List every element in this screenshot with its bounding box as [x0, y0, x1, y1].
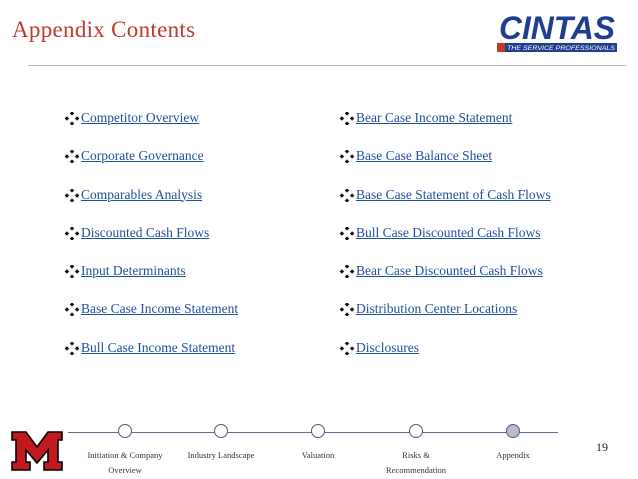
- contents-link[interactable]: Bull Case Discounted Cash Flows: [356, 224, 541, 240]
- four-diamond-bullet-icon: [339, 188, 355, 202]
- timeline-step-label-line2: Overview: [108, 465, 142, 475]
- contents-list-item: Bear Case Income Statement: [338, 110, 551, 148]
- timeline-step-marker[interactable]: [214, 424, 228, 438]
- contents-list-item: Base Case Statement of Cash Flows: [338, 187, 551, 225]
- contents-link[interactable]: Discounted Cash Flows: [81, 224, 210, 240]
- four-diamond-bullet-icon: [339, 303, 355, 317]
- contents-link[interactable]: Bear Case Income Statement: [356, 110, 513, 125]
- contents-list-item: Competitor Overview: [63, 110, 238, 148]
- four-diamond-bullet-icon: [64, 265, 80, 279]
- timeline-step-label-line2: Recommendation: [386, 465, 446, 475]
- contents-link[interactable]: Bull Case Income Statement: [81, 339, 236, 355]
- timeline-step-label: Appendix: [458, 448, 568, 463]
- contents-link[interactable]: Distribution Center Locations: [356, 301, 518, 317]
- contents-link[interactable]: Bear Case Discounted Cash Flows: [356, 263, 543, 279]
- contents-list-item: Bull Case Income Statement: [63, 340, 238, 378]
- contents-link[interactable]: Corporate Governance: [81, 148, 204, 164]
- four-diamond-bullet-icon: [64, 303, 80, 317]
- contents-list-item: Disclosures: [338, 340, 551, 378]
- four-diamond-bullet-icon: [64, 188, 80, 202]
- contents-list-item: Discounted Cash Flows: [63, 225, 238, 263]
- contents-link[interactable]: Base Case Balance Sheet: [356, 148, 493, 164]
- contents-link[interactable]: Competitor Overview: [81, 110, 200, 125]
- four-diamond-bullet-icon: [339, 341, 355, 355]
- four-diamond-bullet-icon: [64, 112, 80, 125]
- four-diamond-bullet-icon: [64, 150, 80, 164]
- cintas-logo-tagline: THE SERVICE PROFESSIONALS: [507, 45, 616, 52]
- timeline-step-marker[interactable]: [311, 424, 325, 438]
- cintas-logo-wordmark: CINTAS: [499, 10, 616, 46]
- contents-link[interactable]: Base Case Statement of Cash Flows: [356, 186, 551, 202]
- cintas-logo: CINTAS THE SERVICE PROFESSIONALS: [497, 10, 617, 52]
- timeline-step-marker[interactable]: [409, 424, 423, 438]
- four-diamond-bullet-icon: [339, 150, 355, 164]
- timeline-step-label: Valuation: [263, 448, 373, 463]
- four-diamond-bullet-icon: [339, 112, 355, 125]
- timeline-step-marker[interactable]: [506, 424, 520, 438]
- four-diamond-bullet-icon: [339, 265, 355, 279]
- contents-list-item: Corporate Governance: [63, 148, 238, 186]
- page-number: 19: [596, 440, 608, 454]
- timeline-step-label-line1: Valuation: [301, 450, 335, 460]
- page-title: Appendix Contents: [12, 17, 196, 42]
- contents-list-item: Comparables Analysis: [63, 187, 238, 225]
- four-diamond-bullet-icon: [64, 226, 80, 240]
- contents-link[interactable]: Input Determinants: [81, 263, 186, 279]
- timeline-step-label-line1: Risks &: [402, 450, 430, 460]
- contents-list-item: Bear Case Discounted Cash Flows: [338, 263, 551, 301]
- contents-link[interactable]: Comparables Analysis: [81, 186, 203, 202]
- four-diamond-bullet-icon: [64, 341, 80, 355]
- four-diamond-bullet-icon: [339, 226, 355, 240]
- miami-m-logo: [11, 431, 63, 471]
- timeline-step-marker[interactable]: [118, 424, 132, 438]
- contents-list-item: Input Determinants: [63, 263, 238, 301]
- contents-list-item: Base Case Income Statement: [63, 301, 238, 339]
- contents-link[interactable]: Disclosures: [356, 339, 419, 355]
- timeline-step-label-line1: Appendix: [496, 450, 530, 460]
- contents-link[interactable]: Base Case Income Statement: [81, 301, 239, 317]
- contents-list-item: Base Case Balance Sheet: [338, 148, 551, 186]
- timeline-step-label-line1: Industry Landscape: [187, 450, 255, 460]
- contents-list-item: Distribution Center Locations: [338, 301, 551, 339]
- contents-list-item: Bull Case Discounted Cash Flows: [338, 225, 551, 263]
- timeline-step-label: Industry Landscape: [166, 448, 276, 463]
- timeline-step-label-line1: Initiation & Company: [87, 450, 163, 460]
- title-divider: [28, 65, 626, 66]
- timeline-step-label: Risks & Recommendation: [361, 448, 471, 478]
